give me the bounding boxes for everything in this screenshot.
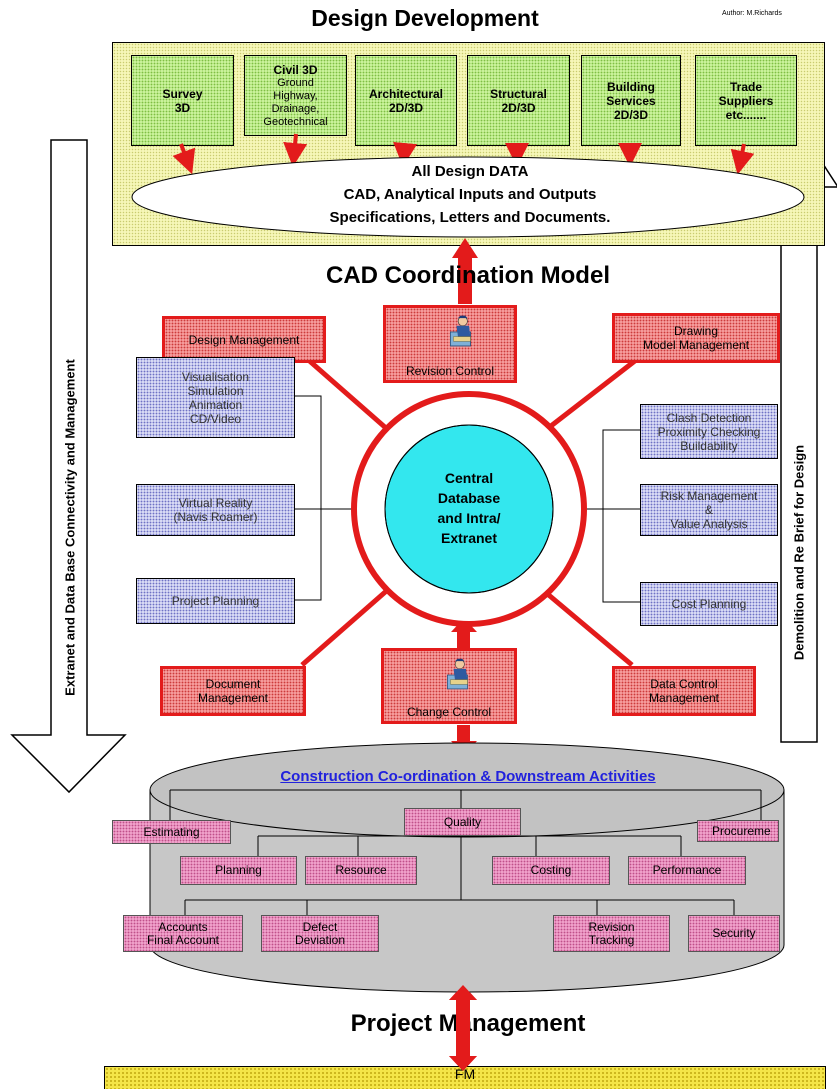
revision-tracking-item[interactable]: Revision Tracking xyxy=(553,915,670,952)
discipline-civil-3d[interactable]: Civil 3D Ground Highway, Drainage, Geote… xyxy=(244,55,347,136)
revision-link-arrow xyxy=(452,238,478,304)
project-planning-box[interactable]: Project Planning xyxy=(136,578,295,624)
document-management-box[interactable]: Document Management xyxy=(160,666,306,716)
accounts-item[interactable]: Accounts Final Account xyxy=(123,915,243,952)
discipline-structural[interactable]: Structural 2D/3D xyxy=(467,55,570,146)
change-control-person-icon-front xyxy=(447,658,468,690)
quality-item[interactable]: Quality xyxy=(404,808,521,836)
revision-control-box[interactable]: Revision Control xyxy=(383,305,517,383)
data-control-management-box[interactable]: Data Control Management xyxy=(612,666,756,716)
risk-management-box[interactable]: Risk Management & Value Analysis xyxy=(640,484,778,536)
discipline-survey[interactable]: Survey 3D xyxy=(131,55,234,146)
cost-planning-box[interactable]: Cost Planning xyxy=(640,582,778,626)
left-bracket-lines xyxy=(293,395,355,601)
defect-item[interactable]: Defect Deviation xyxy=(261,915,379,952)
all-design-data-ellipse xyxy=(131,156,805,238)
left-down-arrow xyxy=(10,139,127,794)
design-development-title: Design Development xyxy=(311,5,539,31)
red-spokes xyxy=(300,355,642,667)
costing-item[interactable]: Costing xyxy=(492,856,610,885)
revision-control-person-icon-front xyxy=(450,315,471,347)
archive-text: ARCHIVE Health and Safety, O & M & Asset… xyxy=(454,1066,476,1082)
planning-item[interactable]: Planning xyxy=(180,856,297,885)
procurement-item[interactable]: Procureme xyxy=(697,820,779,842)
estimating-item[interactable]: Estimating xyxy=(112,820,231,844)
revision-control-label: Revision Control xyxy=(405,364,495,378)
construction-tree-lines xyxy=(169,789,762,915)
resource-item[interactable]: Resource xyxy=(305,856,417,885)
author-credit: Author: M.Richards xyxy=(722,10,782,17)
drawing-model-management-box[interactable]: Drawing Model Management xyxy=(612,313,780,363)
discipline-trade-suppliers[interactable]: Trade Suppliers etc....... xyxy=(695,55,797,146)
virtual-reality-box[interactable]: Virtual Reality (Navis Roamer) xyxy=(136,484,295,536)
design-management-box[interactable]: Design Management xyxy=(162,316,326,363)
civil-3d-title: Civil 3D xyxy=(273,62,318,77)
central-database-label: Central Database and Intra/ Extranet xyxy=(437,470,501,546)
civil-3d-detail: Ground Highway, Drainage, Geotechnical xyxy=(263,76,328,128)
visualisation-box[interactable]: Visualisation Simulation Animation CD/Vi… xyxy=(136,357,295,438)
discipline-arrows xyxy=(172,133,755,175)
security-item[interactable]: Security xyxy=(688,915,780,952)
all-design-data-text: All Design DATA CAD, Analytical Inputs a… xyxy=(329,163,611,226)
discipline-architectural[interactable]: Architectural 2D/3D xyxy=(355,55,457,146)
discipline-building-services[interactable]: Building Services 2D/3D xyxy=(581,55,681,146)
change-control-label: Change Control xyxy=(406,705,492,719)
clash-detection-box[interactable]: Clash Detection Proximity Checking Build… xyxy=(640,404,778,459)
performance-item[interactable]: Performance xyxy=(628,856,746,885)
construction-title[interactable]: Construction Co-ordination & Downstream … xyxy=(280,768,656,785)
cad-coordination-title: CAD Coordination Model xyxy=(326,262,610,289)
